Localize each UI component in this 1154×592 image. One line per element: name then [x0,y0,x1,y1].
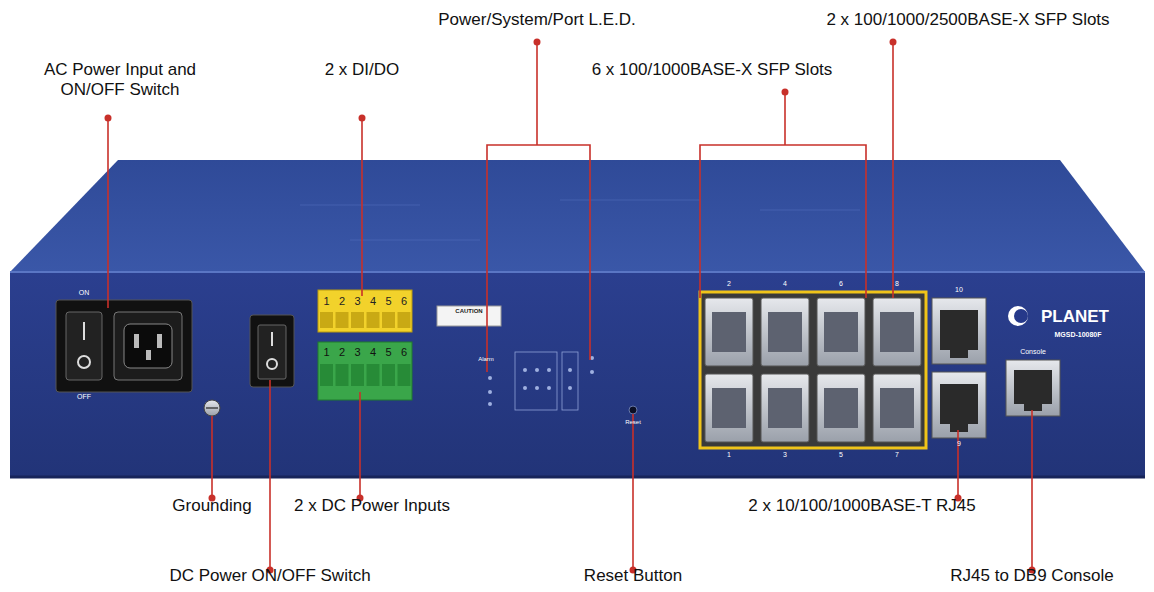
model-name: MGSD-10080F [1054,331,1101,339]
ac-module [56,300,192,392]
callout-label: 2 x 10/100/1000BASE-T RJ45 [748,496,975,516]
dido-terminal [318,290,412,332]
led-label: Alarm [478,356,494,363]
chassis-front [10,272,1145,477]
top-texture [300,200,860,240]
chassis-top [10,160,1145,272]
logo-mark [1008,306,1028,326]
led-panel [515,352,578,410]
callout-label: RJ45 to DB9 Console [950,566,1113,586]
brand-logo: PLANET [1041,307,1109,327]
sfp-cage [700,292,926,448]
sfp-openings [712,312,914,428]
ac-rocker [66,312,102,380]
terminal-number: 5 [385,295,391,308]
port-number: 10 [955,286,963,294]
port-label: Console [1020,348,1046,356]
button-label: Reset [625,419,641,426]
caution-text: CAUTION [455,308,482,315]
terminal-number: 4 [370,295,376,308]
iec-socket [114,312,182,380]
terminal-number: 3 [354,346,360,359]
terminal-number: 1 [323,295,329,308]
terminal-number: 2 [339,346,345,359]
port-number: 6 [839,280,843,288]
switch-marking: ON [79,289,90,297]
port-number: 5 [839,451,843,459]
callout-label: DC Power ON/OFF Switch [169,566,370,586]
terminal-number: 6 [401,346,407,359]
leader-lines [108,42,1032,570]
port-number: 1 [727,451,731,459]
leader-dots [105,39,1036,574]
terminal-number: 4 [370,346,376,359]
caution-sticker [437,306,501,326]
terminal-number: 3 [354,295,360,308]
callout-label: AC Power Input and ON/OFF Switch [33,60,208,99]
callout-label: Grounding [172,496,251,516]
terminal-number: 5 [385,346,391,359]
callout-label: 2 x 100/1000/2500BASE-X SFP Slots [826,10,1109,30]
switch-marking: OFF [77,393,91,401]
callout-label: 2 x DI/DO [325,60,400,80]
terminal-number: 6 [401,295,407,308]
dc-terminal [318,342,412,400]
terminal-number: 1 [323,346,329,359]
port-number: 7 [895,451,899,459]
rj45-ports [932,298,986,438]
sfp-slots [705,298,921,442]
port-number: 8 [895,280,899,288]
ground-screw [204,400,220,416]
console-port [1006,360,1060,416]
terminal-number: 2 [339,295,345,308]
port-number: 4 [783,280,787,288]
callout-label: Reset Button [584,566,682,586]
callout-label: Power/System/Port L.E.D. [438,10,635,30]
port-number: 3 [783,451,787,459]
callout-label: 2 x DC Power Inputs [294,496,450,516]
port-number: 2 [727,280,731,288]
callout-label: 6 x 100/1000BASE-X SFP Slots [592,60,833,80]
led-dots [488,356,594,406]
port-number: 9 [957,440,961,448]
dc-switch [250,315,294,387]
reset-hole [629,406,637,414]
